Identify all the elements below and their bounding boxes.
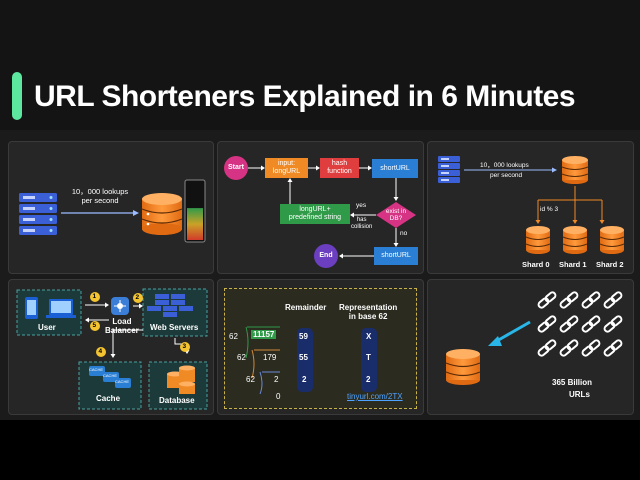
remainder-column	[297, 328, 313, 392]
web-servers-label: Web Servers	[150, 323, 199, 332]
cache-chip-icon	[115, 378, 131, 388]
billion-count-line2: URLs	[569, 390, 590, 399]
server-rack-icon	[19, 193, 57, 235]
load-balancer-label: Load Balancer	[105, 317, 139, 335]
separator	[0, 130, 640, 140]
step-2-badge	[133, 293, 143, 303]
step-5-badge	[90, 321, 100, 331]
quotient-1: 179	[263, 353, 277, 362]
server-cluster-icon	[147, 294, 193, 317]
step-1-badge	[90, 292, 100, 302]
server-rack-icon	[438, 156, 460, 183]
short-url-link[interactable]: tinyurl.com/2TX	[347, 392, 403, 401]
title-banner: URL Shorteners Explained in 6 Minutes	[0, 0, 640, 130]
step-5-number: 5	[92, 322, 97, 329]
database-icon	[141, 193, 183, 235]
longurl-predefined-box: longURL+ predefined string	[280, 204, 350, 224]
end-label: End	[319, 252, 333, 259]
panel-lookups: 10，000 lookups per second	[8, 141, 214, 274]
lookup-rate-label: 10，000 lookups per second	[64, 187, 136, 205]
shard-2-db-icon	[599, 226, 625, 254]
representation-header: Representation in base 62	[339, 303, 398, 321]
cache-chip-icon	[103, 372, 119, 382]
database-label: Database	[159, 396, 195, 405]
load-balancer-icon	[111, 297, 129, 315]
shard-1-db-icon	[562, 226, 588, 254]
step-3-badge	[180, 342, 190, 352]
shard-2-label: Shard 2	[596, 260, 624, 269]
database-icon	[561, 156, 589, 184]
load-gauge-fill	[187, 208, 203, 240]
cache-chip-icon	[89, 366, 105, 376]
link-icon-grid	[536, 290, 624, 358]
panel-base62: Remainder Representation in base 62 62 1…	[217, 279, 424, 415]
dividend-value: 11157	[251, 330, 277, 339]
cache-label: Cache	[96, 394, 121, 403]
laptop-icon	[46, 299, 76, 318]
no-label: no	[400, 230, 408, 237]
shard-lookups-label: 10，000 lookups	[480, 162, 529, 169]
representation-column	[361, 328, 377, 392]
remainder-1: 59	[299, 332, 308, 341]
panel-flowchart: Start input: longURL hash function short…	[217, 141, 424, 274]
has-collision-label: has collision	[351, 217, 373, 230]
division-graphics	[245, 326, 377, 395]
lookup-rate-line1: 10，000 lookups	[71, 187, 129, 196]
cache-chip-tag: CACHE	[89, 367, 104, 372]
cache-chip-tag: CACHE	[103, 373, 118, 378]
billion-graphics	[445, 290, 624, 385]
id-mod-label: id % 3	[540, 206, 559, 213]
remainder-2: 55	[299, 353, 308, 362]
arrow-to-database	[494, 320, 531, 344]
quotient-2: 2	[274, 375, 279, 384]
step-1-number: 1	[92, 293, 97, 300]
panel-lookups-graphics	[19, 179, 206, 243]
exist-in-db-label: exist in DB?	[385, 208, 407, 222]
start-node	[224, 156, 248, 180]
step-2-number: 2	[135, 294, 140, 301]
flowchart-graphics	[224, 156, 416, 268]
char-2: T	[366, 353, 371, 362]
end-node	[314, 244, 338, 268]
shard-per-second-label: per second	[490, 172, 523, 179]
shard-0-db-icon	[525, 226, 551, 254]
page-title: URL Shorteners Explained in 6 Minutes	[34, 80, 576, 113]
remainder-3: 2	[302, 375, 307, 384]
input-box: input: longURL	[265, 158, 308, 178]
divisor-1: 62	[229, 332, 238, 341]
phone-icon	[25, 297, 38, 319]
step-3-number: 3	[182, 343, 187, 350]
lookup-rate-line2: per second	[81, 196, 119, 205]
title-accent-bar	[12, 72, 22, 120]
user-label: User	[38, 323, 56, 332]
sharding-graphics	[438, 156, 625, 254]
remainder-header: Remainder	[285, 303, 327, 312]
base62-dashed-frame	[224, 288, 417, 409]
quotient-3: 0	[276, 392, 281, 401]
short-url-box-1: shortURL	[372, 159, 418, 178]
panel-sharding: 10，000 lookups per second id % 3 Shard 0…	[427, 141, 634, 274]
bottom-bar	[0, 420, 640, 480]
panel-architecture: 1 2 3 4 5 CACHE CACHE CACHE User Load Ba…	[8, 279, 214, 415]
step-4-number: 4	[98, 348, 103, 355]
divisor-3: 62	[246, 375, 255, 384]
char-3: 2	[366, 375, 371, 384]
step-4-badge	[96, 347, 106, 357]
shard-1-label: Shard 1	[559, 260, 587, 269]
decision-diamond	[376, 202, 416, 228]
database-icon	[445, 349, 481, 385]
hash-function-box: hash function	[320, 158, 359, 178]
architecture-graphics	[16, 288, 208, 410]
divisor-2: 62	[237, 353, 246, 362]
billion-count-line1: 365 Billion	[552, 378, 593, 387]
panel-billion-urls: 365 Billion URLs	[427, 279, 634, 415]
yes-label: yes	[356, 202, 367, 209]
start-label: Start	[228, 164, 244, 171]
database-stack-icon	[167, 365, 195, 394]
short-url-box-2: shortURL	[374, 247, 418, 265]
shard-0-label: Shard 0	[522, 260, 550, 269]
cache-chip-tag: CACHE	[115, 379, 130, 384]
char-1: X	[366, 332, 372, 341]
